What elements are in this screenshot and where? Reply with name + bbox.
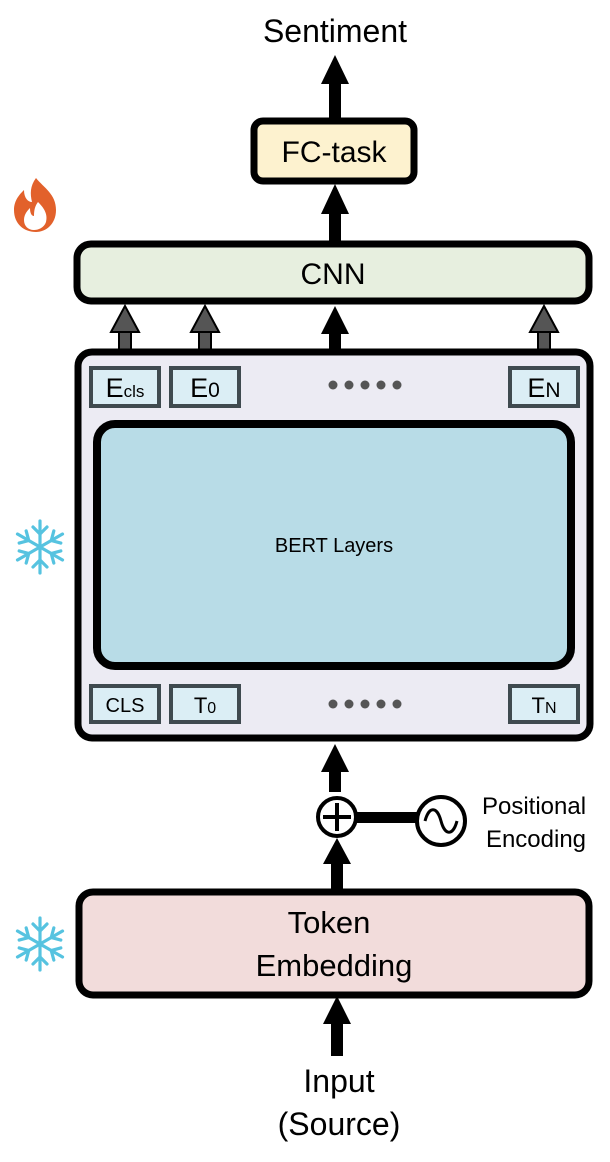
input-label-line2: (Source) (278, 1106, 401, 1142)
token-e-n-main: E (527, 373, 545, 403)
token-e-0-sub: 0 (208, 379, 220, 402)
arrow-fc-to-output (321, 55, 349, 118)
snowflake-icon (15, 916, 65, 972)
input-label-line1: Input (303, 1063, 374, 1099)
token-e-cls: Ecls (89, 366, 161, 408)
arrow-center-to-cnn (321, 306, 349, 354)
arrow-embedding-to-adder (323, 838, 351, 892)
bottom-ellipsis (328, 699, 402, 709)
token-t-n-sub: N (545, 700, 557, 717)
svg-text:Ecls: Ecls (106, 373, 145, 403)
token-t-0-sub: 0 (207, 700, 216, 717)
token-embedding-box: Token Embedding (75, 888, 593, 999)
cnn-box: CNN (73, 240, 593, 305)
positional-encoding-line2: Encoding (486, 826, 586, 853)
bert-layers-label: BERT Layers (275, 535, 393, 557)
token-embedding-line1: Token (288, 905, 371, 940)
token-embedding-line2: Embedding (256, 948, 413, 983)
output-label: Sentiment (263, 13, 407, 49)
svg-text:E0: E0 (190, 373, 220, 403)
flame-icon (14, 178, 56, 232)
arrow-cnn-to-fc (321, 184, 349, 244)
token-cls-label: CLS (106, 695, 145, 717)
token-t-0-main: T (194, 693, 207, 718)
token-e-cls-main: E (106, 373, 124, 403)
token-e-n-sub: N (545, 379, 560, 402)
add-icon (316, 796, 358, 838)
token-e-0-main: E (190, 373, 208, 403)
fc-task-rect (250, 117, 418, 185)
pe-connector (356, 812, 418, 823)
token-cls: CLS (89, 684, 161, 724)
token-e-cls-sub: cls (124, 382, 145, 401)
fc-task-label: FC-task (282, 136, 388, 169)
cnn-rect (73, 240, 593, 305)
token-t-0: T0 (169, 684, 241, 724)
token-t-n-main: T (531, 693, 544, 718)
fc-task-box: FC-task (250, 117, 418, 185)
top-ellipsis (328, 380, 402, 390)
snowflake-icon (15, 519, 65, 575)
svg-text:T0: T0 (194, 693, 216, 718)
bert-layers-rect (93, 420, 575, 670)
positional-encoding-line1: Positional (482, 793, 586, 820)
token-t-n: TN (508, 684, 580, 724)
cnn-label: CNN (301, 258, 366, 291)
sine-wave-icon (415, 795, 467, 847)
arrow-input-to-embedding (323, 996, 351, 1056)
token-e-0: E0 (169, 366, 241, 408)
token-e-n: EN (508, 366, 580, 408)
token-embedding-rect (75, 888, 593, 999)
svg-text:EN: EN (527, 373, 560, 403)
svg-text:TN: TN (531, 693, 556, 718)
arrow-adder-to-bert (321, 744, 349, 792)
bert-block: Ecls E0 EN BERT Layers CLS (74, 348, 594, 742)
